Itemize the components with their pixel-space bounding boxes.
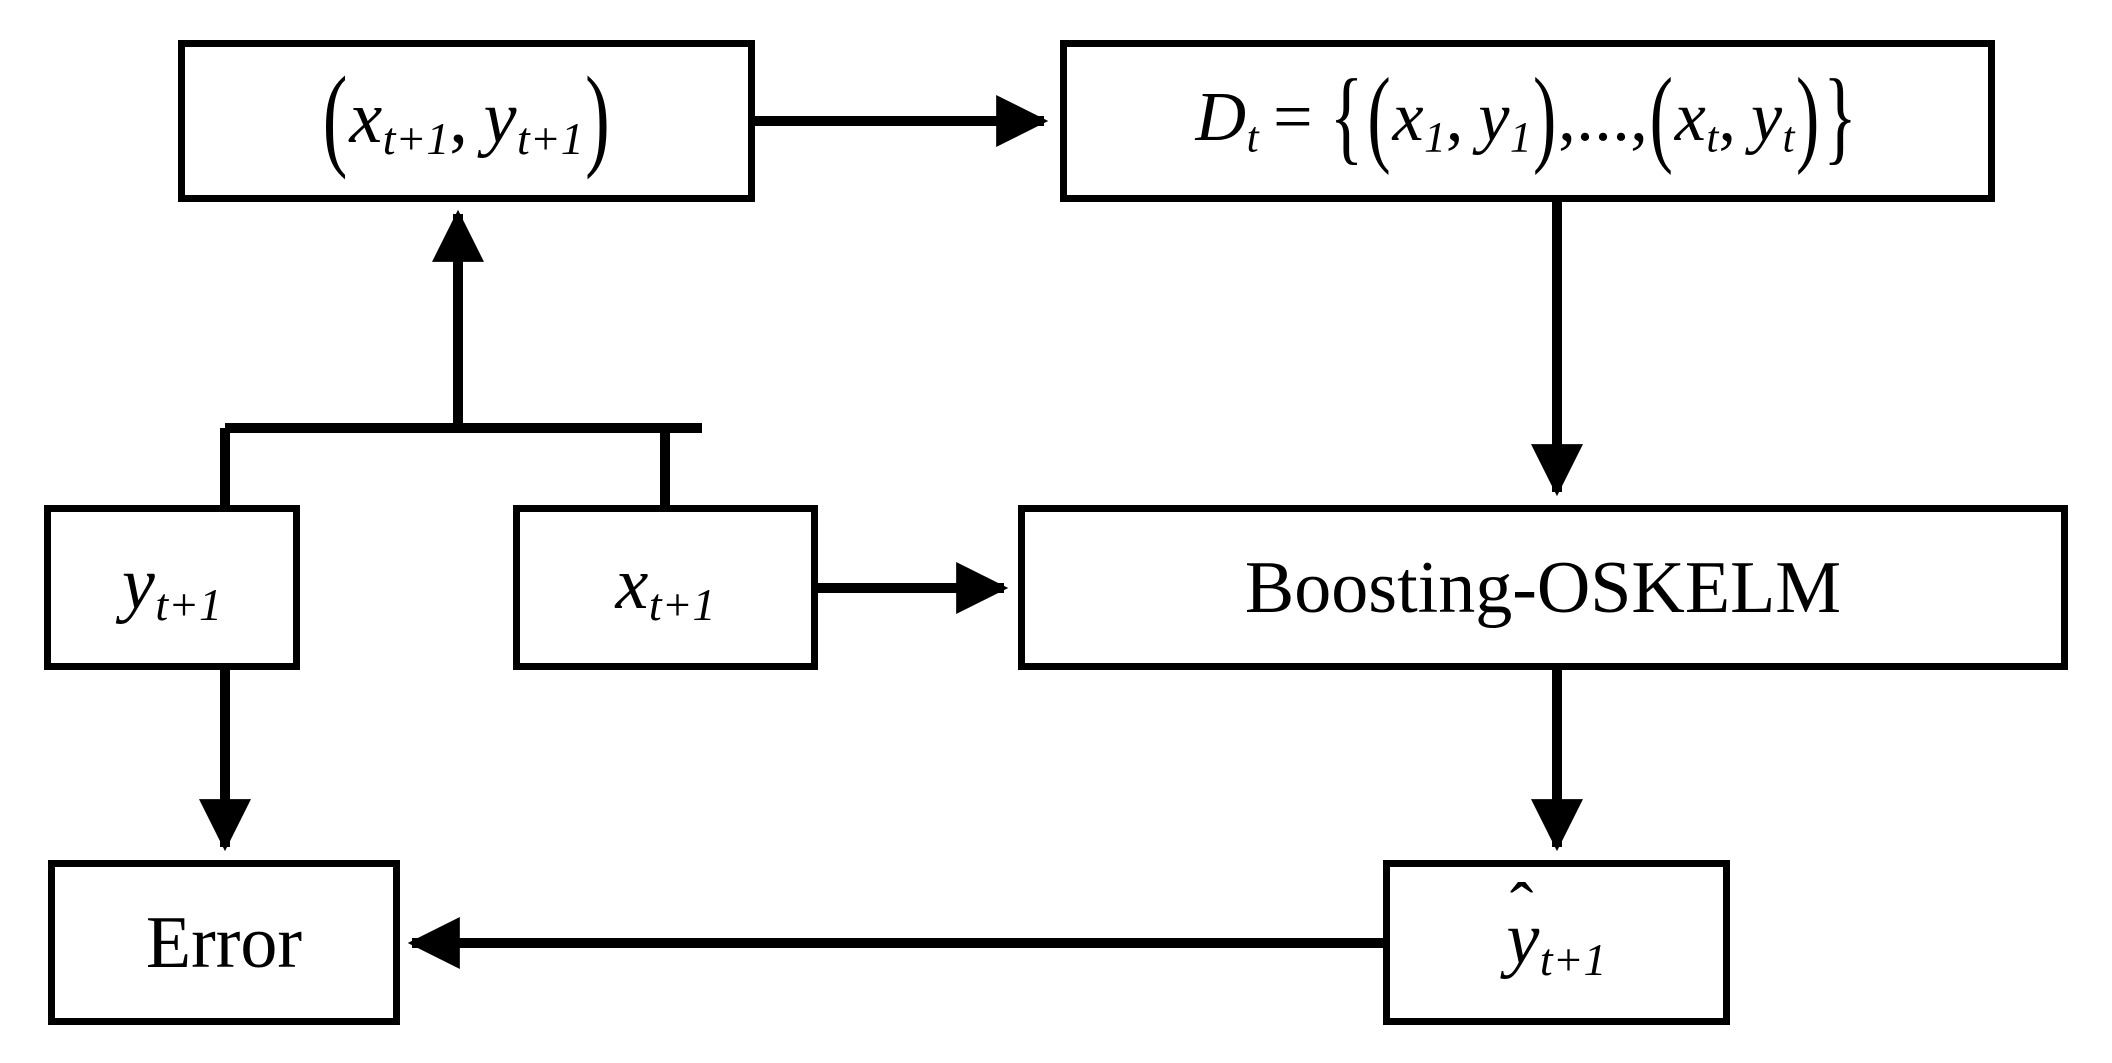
variable-yt: y xyxy=(1750,78,1783,156)
node-sample-pair[interactable]: (xt+1, yt+1) xyxy=(178,40,755,202)
subscript: t+1 xyxy=(648,579,716,631)
comma-mid: , xyxy=(1558,78,1577,156)
error-label: Error xyxy=(145,901,303,984)
dataset-formula: Dt = {(x1, y1),...,(xt, yt)} xyxy=(1196,63,1860,172)
target-formula: yt+1 xyxy=(122,547,222,628)
open-paren-1: ( xyxy=(1367,57,1392,177)
subscript-d: t xyxy=(1246,112,1259,161)
node-dataset[interactable]: Dt = {(x1, y1),...,(xt, yt)} xyxy=(1060,40,1995,202)
node-error[interactable]: Error xyxy=(48,860,400,1025)
variable-y: y xyxy=(483,76,518,159)
open-paren-2: ( xyxy=(1649,57,1674,177)
subscript-yt: t xyxy=(1782,112,1795,161)
ellipsis: ... xyxy=(1576,78,1631,156)
equals-sign: = xyxy=(1273,78,1314,156)
close-paren-1: ) xyxy=(1533,57,1557,177)
close-brace: } xyxy=(1823,59,1858,175)
variable-x: x xyxy=(615,543,649,626)
open-brace: { xyxy=(1329,59,1364,175)
node-feature[interactable]: xt+1 xyxy=(513,505,818,670)
variable-x1: x xyxy=(1392,78,1425,156)
feature-formula: xt+1 xyxy=(616,547,716,628)
subscript-xt: t xyxy=(1706,112,1719,161)
comma-mid-2: , xyxy=(1630,78,1649,156)
variable-y: y xyxy=(1506,898,1540,981)
model-label: Boosting-OSKELM xyxy=(1244,546,1842,629)
comma-2: , xyxy=(1718,78,1737,156)
close-paren: ) xyxy=(585,54,611,182)
edge-split-to-sample xyxy=(220,209,702,505)
variable-d: D xyxy=(1195,78,1247,156)
subscript: t+1 xyxy=(155,579,222,631)
subscript-y1: 1 xyxy=(1509,112,1532,161)
comma: , xyxy=(449,76,469,159)
node-target[interactable]: yt+1 xyxy=(44,505,300,670)
variable-xt: x xyxy=(1674,78,1707,156)
variable-y: y xyxy=(122,543,156,626)
open-paren: ( xyxy=(322,54,348,182)
variable-x: x xyxy=(349,76,383,159)
comma-1: , xyxy=(1445,78,1464,156)
sample-pair-formula: (xt+1, yt+1) xyxy=(321,60,612,175)
close-paren-2: ) xyxy=(1795,57,1820,177)
subscript-y: t+1 xyxy=(517,112,584,164)
subscript-x: t+1 xyxy=(382,112,450,164)
subscript: t+1 xyxy=(1539,934,1607,986)
variable-y1: y xyxy=(1478,78,1510,156)
node-model[interactable]: Boosting-OSKELM xyxy=(1018,505,2068,670)
hat-accent: ˆ xyxy=(1509,868,1534,947)
subscript-x1: 1 xyxy=(1424,112,1446,161)
